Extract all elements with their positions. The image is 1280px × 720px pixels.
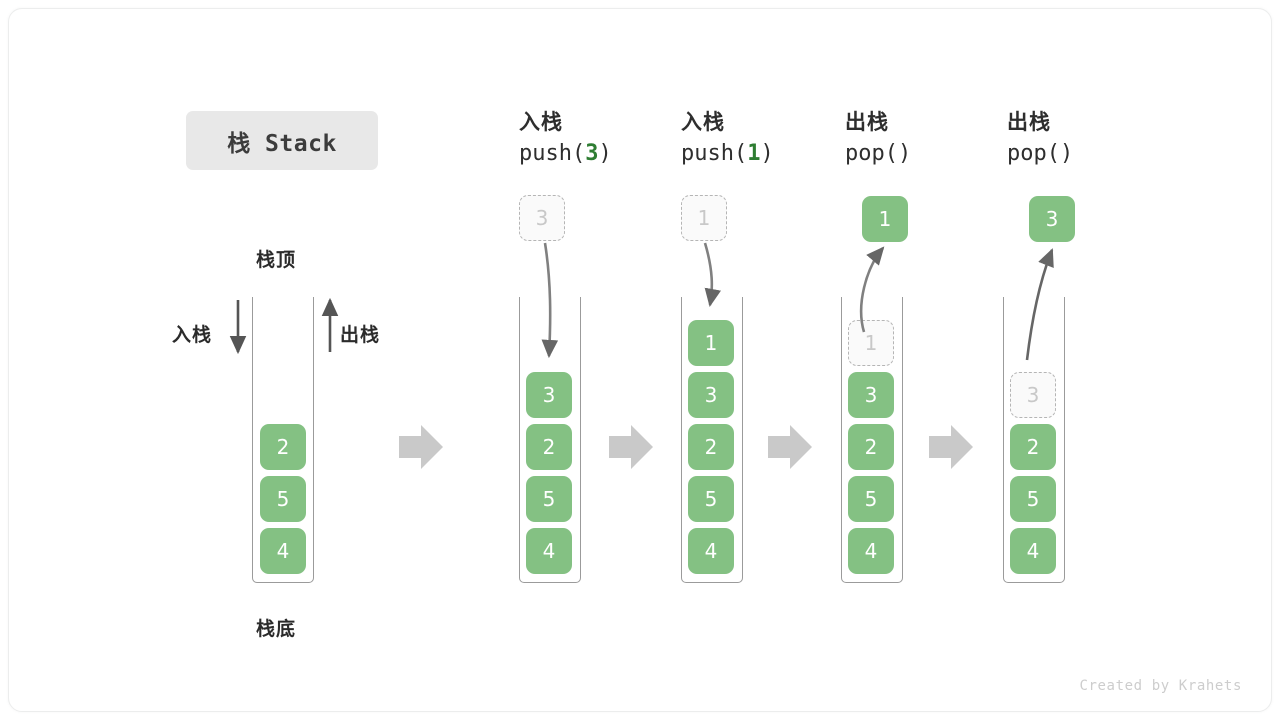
- popped-element: 3: [1029, 196, 1075, 242]
- step-header-code: push(1): [681, 141, 774, 166]
- step-header-push-3: 入栈 push(3): [519, 107, 679, 171]
- incoming-element-ghost: 3: [519, 195, 565, 241]
- step-header-cn: 出栈: [1007, 110, 1051, 134]
- stack-element: 2: [688, 424, 734, 470]
- stack-element: 4: [1010, 528, 1056, 574]
- step-header-cn: 出栈: [845, 110, 889, 134]
- stack-element: 5: [688, 476, 734, 522]
- step-header-pop-3: 出栈 pop(): [1007, 107, 1167, 171]
- stack-element: 4: [260, 528, 306, 574]
- stack-element: 2: [526, 424, 572, 470]
- stack-container-pop-3: [1003, 297, 1065, 583]
- stack-element: 3: [848, 372, 894, 418]
- stack-element: 3: [526, 372, 572, 418]
- stack-element: 5: [848, 476, 894, 522]
- step-header-code: pop(): [1007, 141, 1074, 166]
- step-header-cn: 入栈: [681, 110, 725, 134]
- stack-element: 2: [1010, 424, 1056, 470]
- stack-element: 4: [526, 528, 572, 574]
- incoming-element-ghost: 1: [681, 195, 727, 241]
- diagram-title-chip: 栈 Stack: [186, 111, 378, 170]
- step-header-cn: 入栈: [519, 110, 563, 134]
- stack-element: 1: [688, 320, 734, 366]
- stack-element: 3: [688, 372, 734, 418]
- stack-top-label: 栈顶: [256, 249, 297, 271]
- pop-direction-label: 出栈: [340, 324, 381, 346]
- stack-element-ghost: 3: [1010, 372, 1056, 418]
- stack-element: 5: [260, 476, 306, 522]
- stack-element-ghost: 1: [848, 320, 894, 366]
- step-header-code: push(3): [519, 141, 612, 166]
- watermark: Created by Krahets: [1079, 678, 1242, 694]
- stack-element: 2: [260, 424, 306, 470]
- stack-bottom-label: 栈底: [256, 618, 297, 640]
- step-header-code: pop(): [845, 141, 912, 166]
- stack-element: 4: [848, 528, 894, 574]
- stack-element: 4: [688, 528, 734, 574]
- stack-container-pop-1: [841, 297, 903, 583]
- stack-element: 5: [526, 476, 572, 522]
- stack-container-initial: [252, 297, 314, 583]
- stack-element: 2: [848, 424, 894, 470]
- code-arg: 3: [585, 141, 599, 166]
- stack-element: 5: [1010, 476, 1056, 522]
- popped-element: 1: [862, 196, 908, 242]
- step-header-pop-1: 出栈 pop(): [845, 107, 1005, 171]
- stack-container-push-3: [519, 297, 581, 583]
- stack-container-push-1: [681, 297, 743, 583]
- code-arg: 1: [747, 141, 761, 166]
- step-header-push-1: 入栈 push(1): [681, 107, 841, 171]
- push-direction-label: 入栈: [172, 324, 213, 346]
